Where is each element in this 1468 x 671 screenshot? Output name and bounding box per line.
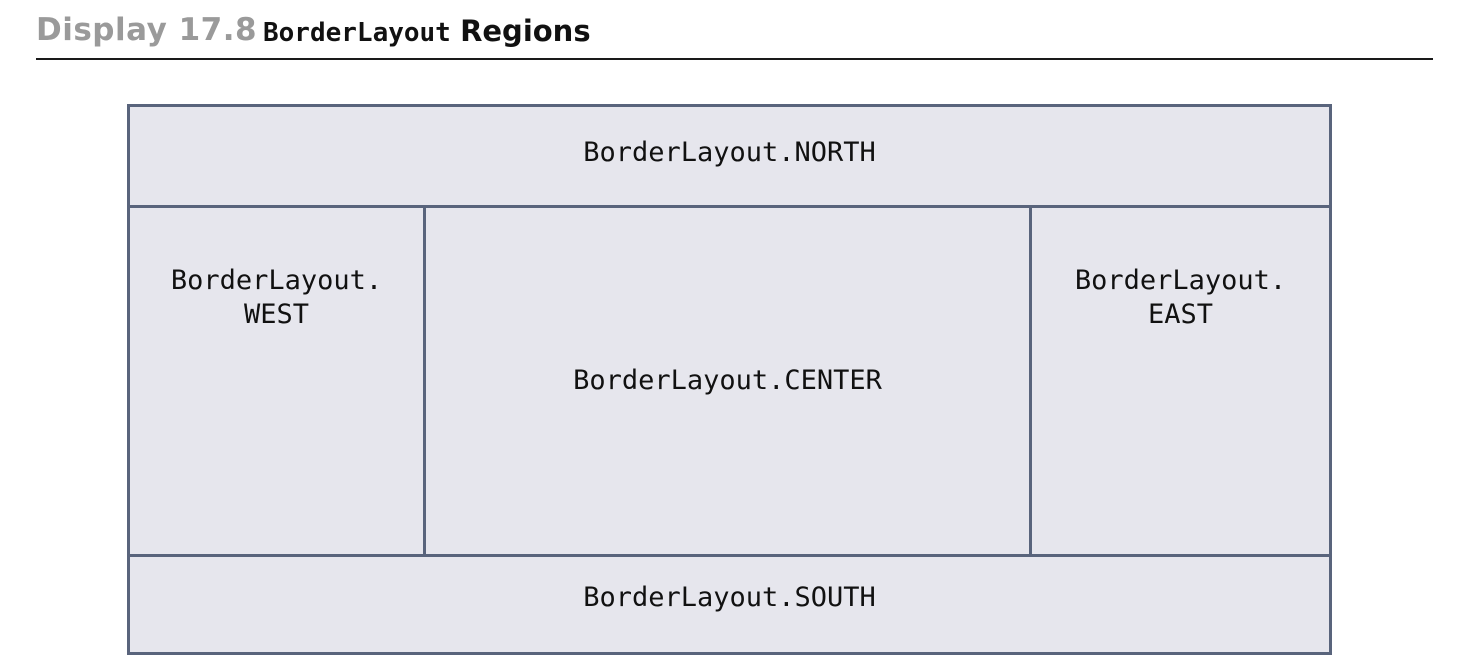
- region-west-label-line1: BorderLayout.: [170, 265, 383, 296]
- region-west: BorderLayout. WEST: [130, 208, 426, 554]
- region-east: BorderLayout. EAST: [1032, 208, 1329, 554]
- region-south-label: BorderLayout.SOUTH: [583, 582, 876, 613]
- region-north-label: BorderLayout.NORTH: [583, 137, 876, 168]
- region-center: BorderLayout.CENTER: [426, 208, 1032, 554]
- region-east-label-line2: EAST: [1147, 299, 1213, 330]
- region-east-label-line1: BorderLayout.: [1074, 265, 1287, 296]
- region-north: BorderLayout.NORTH: [130, 107, 1329, 208]
- border-layout-diagram: BorderLayout.NORTH BorderLayout. WEST Bo…: [127, 104, 1332, 655]
- figure-title: BorderLayout Regions: [263, 14, 591, 48]
- region-west-label-line2: WEST: [243, 299, 309, 330]
- figure-title-code: BorderLayout: [263, 18, 451, 48]
- region-south: BorderLayout.SOUTH: [130, 554, 1329, 652]
- region-east-label: BorderLayout. EAST: [1075, 264, 1286, 332]
- display-number: Display 17.8: [36, 12, 258, 48]
- figure-title-text: Regions: [460, 14, 591, 48]
- region-west-label: BorderLayout. WEST: [171, 264, 382, 332]
- figure-header: Display 17.8 BorderLayout Regions: [36, 8, 1433, 60]
- region-center-label: BorderLayout.CENTER: [573, 365, 882, 396]
